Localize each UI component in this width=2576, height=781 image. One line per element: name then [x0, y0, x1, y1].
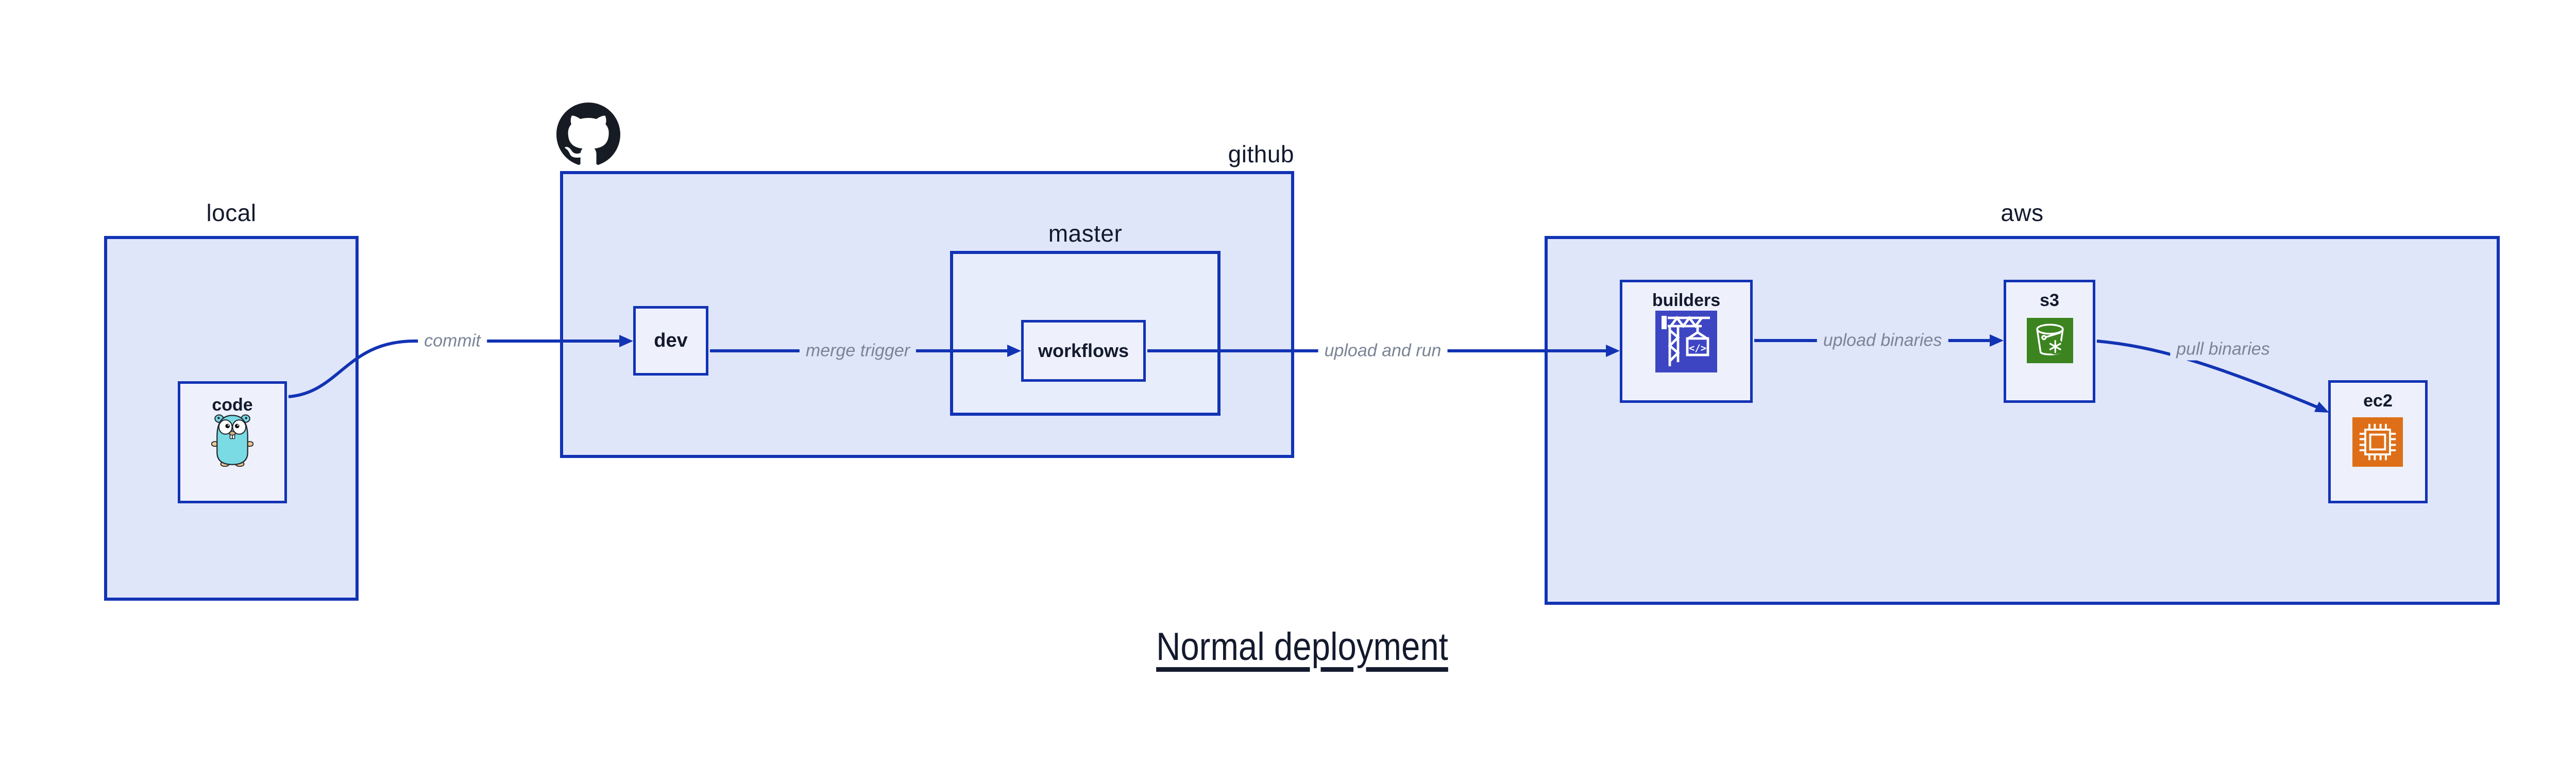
workflows-node-label: workflows [1038, 340, 1129, 361]
builders-node-label: builders [1652, 291, 1721, 310]
s3-glacier-bucket-icon [2027, 318, 2073, 363]
edge-upload-and-run-label: upload and run [1318, 339, 1448, 362]
s3-node-label: s3 [2040, 291, 2059, 310]
diagram-title: Normal deployment [0, 624, 2576, 669]
aws-label: aws [2001, 199, 2044, 226]
codebuild-crane-icon: </> [1655, 311, 1717, 372]
code-node-label: code [212, 395, 253, 415]
github-label: github [1228, 141, 1294, 167]
dev-node-label: dev [654, 330, 688, 351]
dev-node: dev [633, 306, 708, 376]
edge-merge-trigger-label: merge trigger [799, 339, 917, 362]
ec2-node-label: ec2 [2363, 391, 2393, 411]
edge-commit-label: commit [418, 330, 487, 352]
workflows-node: workflows [1021, 320, 1146, 382]
go-gopher-icon [211, 411, 253, 467]
master-label: master [1048, 220, 1123, 247]
edge-upload-binaries-label: upload binaries [1817, 329, 1948, 352]
local-label: local [206, 199, 257, 226]
ec2-chip-icon [2352, 417, 2403, 467]
svg-text:</>: </> [1689, 343, 1706, 354]
edge-pull-binaries-label: pull binaries [2170, 338, 2276, 361]
github-octocat-logo-icon [556, 103, 620, 166]
diagram-title-text: Normal deployment [1156, 625, 1448, 669]
